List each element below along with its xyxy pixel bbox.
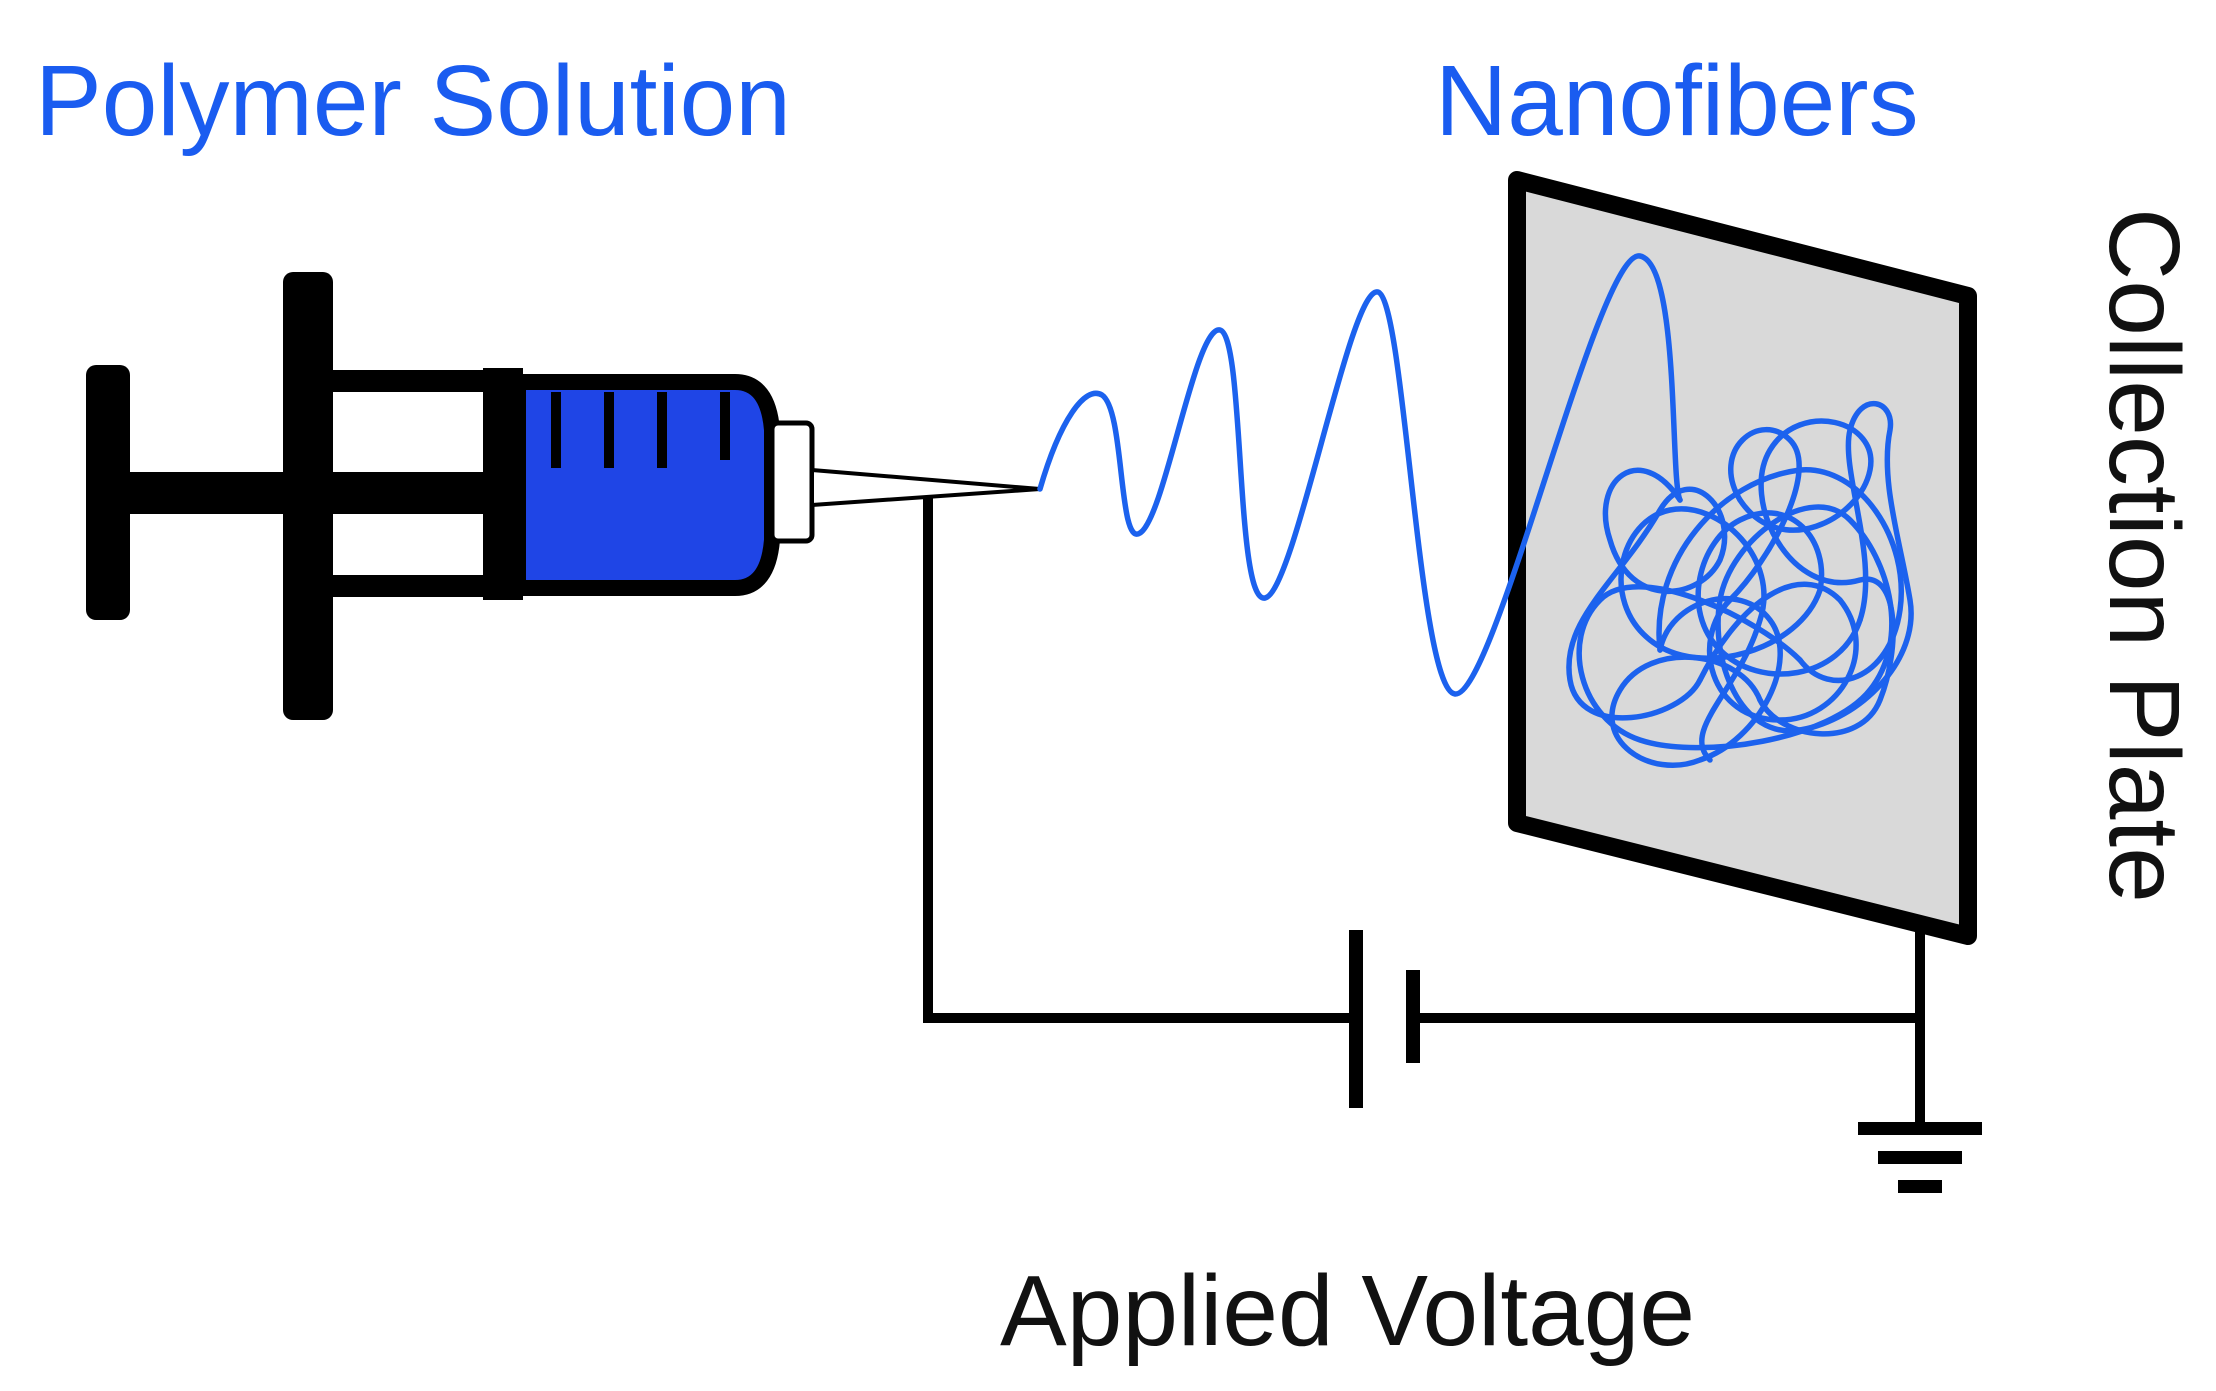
polymer-solution-label: Polymer Solution bbox=[35, 45, 791, 157]
plunger-thumb-rest bbox=[86, 365, 130, 620]
circuit-wiring bbox=[923, 497, 1925, 1128]
battery-long-plate bbox=[1349, 930, 1363, 1108]
nanofibers-label: Nanofibers bbox=[1435, 45, 1919, 157]
barrel-wall-bottom bbox=[320, 575, 515, 597]
ground-symbol bbox=[1858, 1122, 1982, 1193]
voltage-source bbox=[1349, 930, 1420, 1108]
fiber-jet bbox=[1037, 253, 1683, 697]
wire-needle-to-source bbox=[923, 497, 1352, 1023]
battery-short-plate bbox=[1406, 970, 1420, 1063]
collection-plate bbox=[1508, 171, 1977, 945]
finger-flange bbox=[283, 272, 333, 720]
applied-voltage-label: Applied Voltage bbox=[1000, 1255, 1695, 1367]
nanofiber-mat bbox=[1566, 400, 1914, 768]
syringe-nozzle bbox=[769, 420, 815, 544]
barrel-wall-top bbox=[320, 370, 515, 392]
syringe bbox=[86, 272, 1042, 720]
collection-plate-label: Collection Plate bbox=[2088, 208, 2200, 903]
